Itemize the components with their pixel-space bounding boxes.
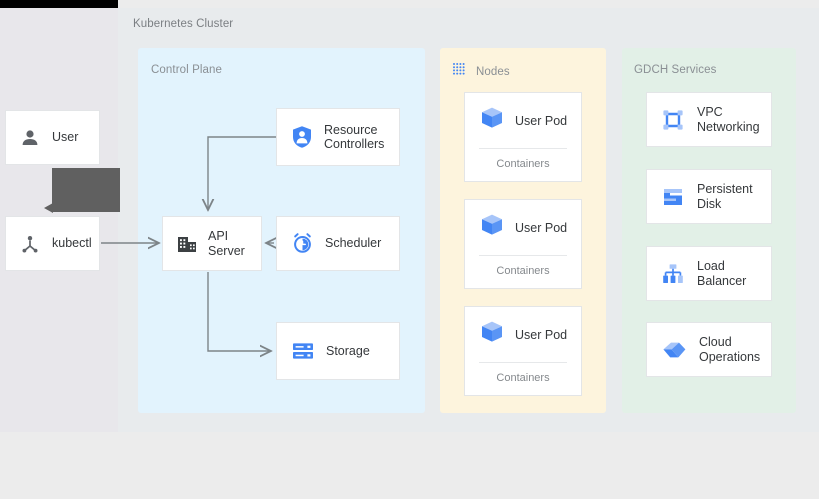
card-scheduler[interactable]: Scheduler bbox=[276, 216, 400, 271]
dotted-grid-icon bbox=[452, 62, 467, 82]
tooltip-tail bbox=[44, 203, 53, 213]
shield-person-icon bbox=[291, 125, 313, 149]
card-resource-controllers[interactable]: Resource Controllers bbox=[276, 108, 400, 166]
pod-title: User Pod bbox=[515, 327, 568, 342]
card-persistent-disk[interactable]: Persistent Disk bbox=[646, 169, 772, 224]
card-user[interactable]: User bbox=[5, 110, 100, 165]
panel-gdch-title: GDCH Services bbox=[634, 64, 717, 76]
cube-icon bbox=[479, 105, 505, 136]
card-cloud-operations[interactable]: Cloud Operations bbox=[646, 322, 772, 377]
clock-icon bbox=[291, 232, 314, 255]
card-storage[interactable]: Storage bbox=[276, 322, 400, 380]
panel-nodes-header: Nodes bbox=[452, 62, 510, 82]
load-balancer-icon bbox=[661, 262, 685, 286]
card-user-pod[interactable]: User Pod Containers bbox=[464, 92, 582, 182]
card-cloud-operations-label: Cloud Operations bbox=[699, 335, 761, 364]
top-black-strip bbox=[0, 0, 118, 8]
cluster-title: Kubernetes Cluster bbox=[133, 18, 234, 30]
card-kubectl[interactable]: kubectl bbox=[5, 216, 100, 271]
panel-control-plane-title: Control Plane bbox=[151, 64, 222, 76]
tooltip-overlay bbox=[52, 168, 120, 212]
card-user-pod[interactable]: User Pod Containers bbox=[464, 199, 582, 289]
card-persistent-disk-label: Persistent Disk bbox=[697, 182, 753, 211]
pod-subtitle: Containers bbox=[496, 158, 550, 170]
panel-nodes-title: Nodes bbox=[476, 66, 510, 78]
card-user-pod[interactable]: User Pod Containers bbox=[464, 306, 582, 396]
cube-icon bbox=[479, 319, 505, 350]
pod-subtitle: Containers bbox=[496, 372, 550, 384]
pod-divider bbox=[479, 362, 567, 363]
pod-title: User Pod bbox=[515, 113, 568, 128]
card-user-label: User bbox=[52, 130, 79, 145]
cloud-operations-icon bbox=[661, 337, 687, 363]
pod-divider bbox=[479, 255, 567, 256]
card-vpc-networking-label: VPC Networking bbox=[697, 105, 760, 134]
card-load-balancer[interactable]: Load Balancer bbox=[646, 246, 772, 301]
kubectl-icon bbox=[20, 234, 40, 254]
pod-divider bbox=[479, 148, 567, 149]
card-storage-label: Storage bbox=[326, 343, 370, 358]
cube-icon bbox=[479, 212, 505, 243]
card-api-server-label: API Server bbox=[208, 229, 245, 258]
card-scheduler-label: Scheduler bbox=[325, 236, 382, 251]
card-kubectl-label: kubectl bbox=[52, 236, 92, 251]
vpc-networking-icon bbox=[661, 108, 685, 132]
card-resource-controllers-label: Resource Controllers bbox=[324, 122, 385, 152]
storage-icon bbox=[291, 340, 315, 362]
card-load-balancer-label: Load Balancer bbox=[697, 259, 747, 288]
pod-header: User Pod bbox=[465, 307, 581, 350]
pod-title: User Pod bbox=[515, 220, 568, 235]
api-server-icon bbox=[176, 233, 198, 255]
user-icon bbox=[20, 128, 40, 148]
pod-header: User Pod bbox=[465, 200, 581, 243]
persistent-disk-icon bbox=[661, 185, 685, 209]
bottom-background bbox=[0, 432, 819, 499]
pod-header: User Pod bbox=[465, 93, 581, 136]
pod-subtitle: Containers bbox=[496, 265, 550, 277]
card-api-server[interactable]: API Server bbox=[162, 216, 262, 271]
card-vpc-networking[interactable]: VPC Networking bbox=[646, 92, 772, 147]
